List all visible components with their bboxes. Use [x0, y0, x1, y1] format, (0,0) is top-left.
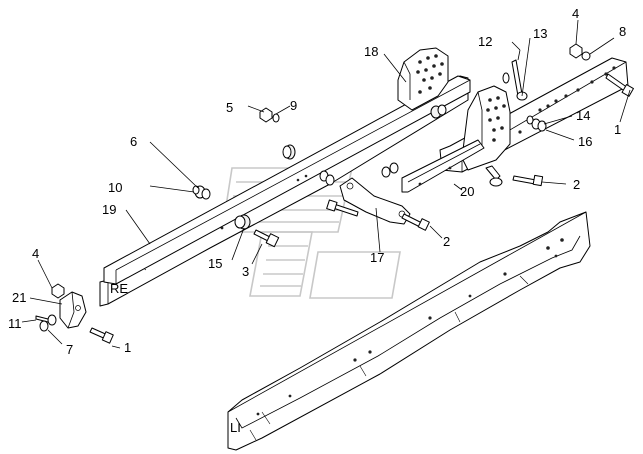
left-side-label: LI: [230, 420, 241, 435]
callout-21: 21: [12, 290, 26, 305]
callout-11: 11: [8, 316, 22, 331]
link-plate-17: [339, 177, 411, 225]
callout-1b: 1: [614, 122, 621, 137]
callout-18: 18: [364, 44, 378, 59]
left-side-rail: [227, 211, 591, 451]
callout-5: 5: [226, 100, 233, 115]
callout-4a: 4: [32, 246, 39, 261]
callout-10: 10: [108, 180, 122, 195]
callout-8: 8: [619, 24, 626, 39]
callout-7: 7: [66, 342, 73, 357]
bracket-plate-20: [401, 85, 511, 193]
callout-14: 14: [576, 108, 590, 123]
callout-16: 16: [578, 134, 592, 149]
callout-13: 13: [533, 26, 547, 41]
right-side-label: RE: [110, 281, 128, 296]
leader-lines: [21, 19, 631, 349]
callout-19: 19: [102, 202, 116, 217]
callout-6: 6: [130, 134, 137, 149]
callout-labels: 1 1 2 2 3 4 4 5 6 7 8 9 10 11 12 13 14 1…: [8, 6, 626, 357]
callout-3: 3: [242, 264, 249, 279]
callout-20: 20: [460, 184, 474, 199]
fasteners: [35, 43, 634, 344]
callout-17: 17: [370, 250, 384, 265]
callout-2a: 2: [443, 234, 450, 249]
callout-9: 9: [290, 98, 297, 113]
bracket-plate-18: [397, 47, 449, 111]
upper-rail: [103, 75, 471, 285]
callout-2b: 2: [573, 177, 580, 192]
callout-15: 15: [208, 256, 222, 271]
callout-12: 12: [478, 34, 492, 49]
callout-4b: 4: [572, 6, 579, 21]
callout-1a: 1: [124, 340, 131, 355]
